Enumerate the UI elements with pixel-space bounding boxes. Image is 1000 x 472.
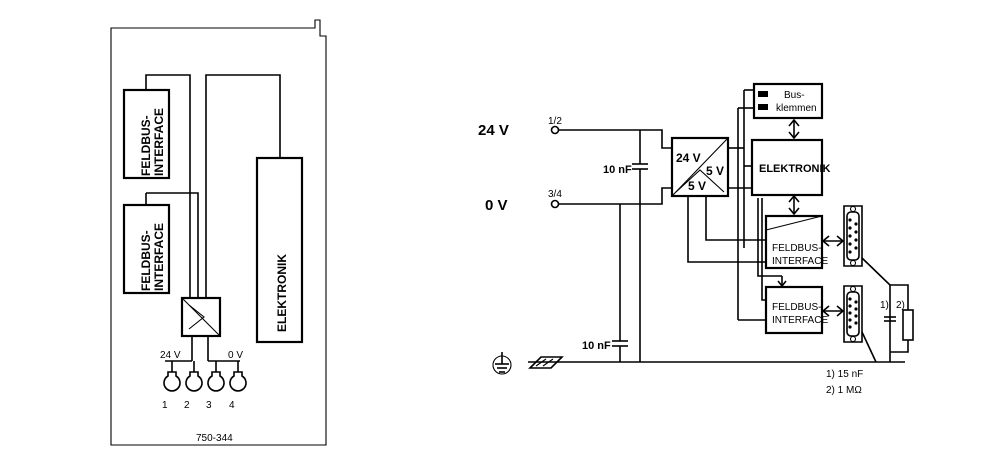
arrow-to-fieldbus-b-icon [777, 276, 787, 288]
circuit-converter-in-label: 24 V [676, 151, 701, 165]
din-rail-icon [528, 356, 564, 369]
circuit-fieldbus-b-label-2: INTERFACE [772, 315, 828, 326]
module-terminal-label-3: 3 [206, 400, 212, 411]
circuit-fieldbus-interface-b [764, 285, 824, 335]
arrow-fieldbus-a-connector-icon [821, 235, 845, 247]
module-supply-24v-label: 24 V [160, 350, 181, 361]
circuit-converter-out2-label: 5 V [688, 179, 706, 193]
circuit-busklemmen-label-2: klemmen [776, 103, 817, 114]
module-wire-elec [205, 74, 281, 298]
arrow-bus-elektronik-icon [788, 118, 800, 140]
module-converter-chevron [188, 304, 205, 330]
circuit-cap1-label: 10 nF [603, 164, 632, 176]
circuit-converter-out1-label: 5 V [706, 164, 724, 178]
module-terminal-3 [207, 371, 225, 392]
module-supply-0v-label: 0 V [228, 350, 243, 361]
arrow-fieldbus-b-connector-icon [821, 305, 845, 317]
circuit-iso-a-supply [705, 196, 766, 241]
circuit-fieldbus-a-diagonal [765, 215, 823, 231]
circuit-shield-r-top [890, 284, 909, 310]
circuit-fieldbus-a-label-2: INTERFACE [772, 256, 828, 267]
module-terminal-label-1: 1 [162, 400, 168, 411]
circuit-elek-to-b2 [761, 198, 766, 301]
module-housing [110, 19, 327, 446]
circuit-converter-diagonal [671, 137, 729, 197]
dsub-connector-a-icon [843, 205, 863, 267]
module-part-number: 750-344 [196, 433, 233, 444]
module-terminal-4 [229, 371, 247, 392]
module-fieldbus-bottom-label-2: INTERFACE [152, 223, 166, 291]
module-terminal-label-2: 2 [184, 400, 190, 411]
module-terminal-label-4: 4 [229, 400, 235, 411]
module-fieldbus-top-label-2: INTERFACE [152, 108, 166, 176]
module-fieldbus-interface-top [122, 88, 171, 180]
circuit-busklemmen-label-1: Bus- [784, 90, 805, 101]
bus-connector-top-icon [758, 91, 768, 97]
circuit-rc-resistor [902, 309, 914, 341]
circuit-footnote-1: 1) 15 nF [826, 369, 863, 380]
circuit-pin-12-label: 1/2 [548, 116, 562, 127]
module-converter-diagonal [181, 297, 221, 337]
circuit-elek-to-b [757, 198, 782, 277]
arrow-elektronik-fieldbus-icon [788, 194, 800, 216]
module-terminal-1 [163, 371, 181, 392]
dsub-connector-b-icon [843, 285, 863, 343]
module-wire-top [145, 74, 191, 298]
circuit-elektronik-block [750, 138, 824, 197]
circuit-pin-34-terminal [550, 199, 560, 209]
circuit-busklemmen-block [752, 82, 824, 120]
circuit-pin-12-terminal [550, 125, 560, 135]
circuit-converter-chevron [675, 169, 725, 193]
module-wire-mid [169, 192, 199, 298]
module-fieldbus-bottom-label-1: FELDBUS- [139, 230, 153, 291]
circuit-shield-r-bottom [890, 340, 909, 353]
circuit-shield-b [861, 331, 877, 363]
circuit-schematic: 24 V 0 V 1/2 3/4 10 nF 10 nF [478, 82, 914, 396]
circuit-pin-34-label: 3/4 [548, 189, 562, 200]
circuit-0v-label: 0 V [485, 197, 508, 214]
circuit-iso-a-return [687, 196, 766, 263]
circuit-24v-label: 24 V [478, 122, 509, 139]
bus-connector-bottom-icon [758, 104, 768, 110]
circuit-fieldbus-interface-a [764, 214, 824, 270]
circuit-cap2-label: 10 nF [582, 340, 611, 352]
circuit-note2-mark: 2) [896, 300, 905, 311]
circuit-fieldbus-b-label-1: FELDBUS- [772, 302, 821, 313]
circuit-elektronik-label: ELEKTRONIK [759, 163, 831, 175]
circuit-note1-mark: 1) [880, 300, 889, 311]
module-fieldbus-top-label-1: FELDBUS- [139, 115, 153, 176]
circuit-fieldbus-a-label-1: FELDBUS- [772, 243, 821, 254]
circuit-footnote-2: 2) 1 MΩ [826, 385, 862, 396]
circuit-24v-rail [559, 129, 672, 149]
module-electronics-label: ELEKTRONIK [275, 254, 289, 332]
earth-ground-icon [492, 352, 512, 375]
module-terminal-2 [185, 371, 203, 392]
module-fieldbus-interface-bottom [122, 203, 171, 295]
circuit-0v-rail [559, 187, 672, 205]
module-front-view: FELDBUS- INTERFACE FELDBUS- INTERFACE EL… [110, 19, 327, 446]
